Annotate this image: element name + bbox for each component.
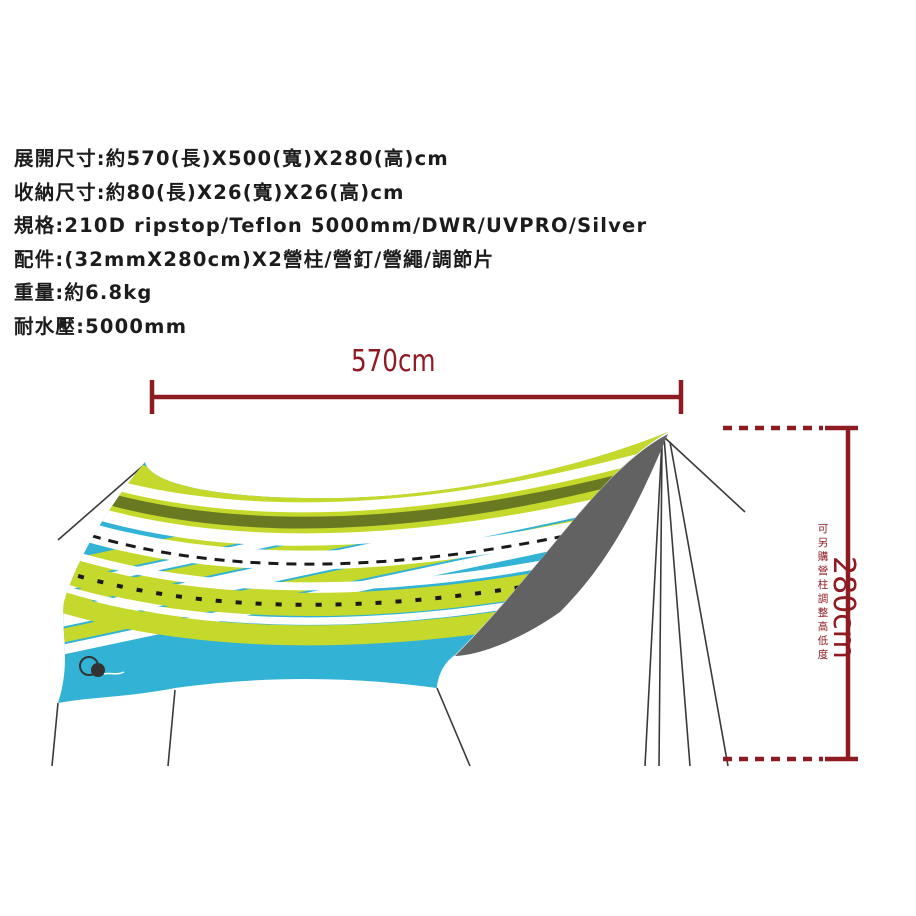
spec-size-open: 展開尺寸:約570(長)X500(寬)X280(高)cm <box>14 147 449 170</box>
width-label: 570cm <box>351 344 436 379</box>
pole-adjust-note: 可另購營柱調整高低度 <box>817 523 829 661</box>
spec-list: 展開尺寸:約570(長)X500(寬)X280(高)cm 收納尺寸:約80(長)… <box>14 142 647 343</box>
tarp-side-panel <box>455 434 668 656</box>
brand-logo <box>79 656 125 677</box>
spec-water-pressure: 耐水壓:5000mm <box>14 314 188 338</box>
spec-size-packed: 收納尺寸:約80(長)X26(寬)X26(高)cm <box>14 180 405 204</box>
height-dimension <box>723 425 858 762</box>
spec-material: 規格:210D ripstop/Teflon 5000mm/DWR/UVPRO/… <box>14 214 648 237</box>
spec-weight: 重量:約6.8kg <box>14 281 153 304</box>
tent-lines <box>51 436 746 767</box>
width-dimension <box>149 380 684 414</box>
spec-accessories: 配件:(32mmX280cm)X2營柱/營釘/營繩/調節片 <box>14 247 495 271</box>
height-label: 280cm <box>826 556 861 659</box>
